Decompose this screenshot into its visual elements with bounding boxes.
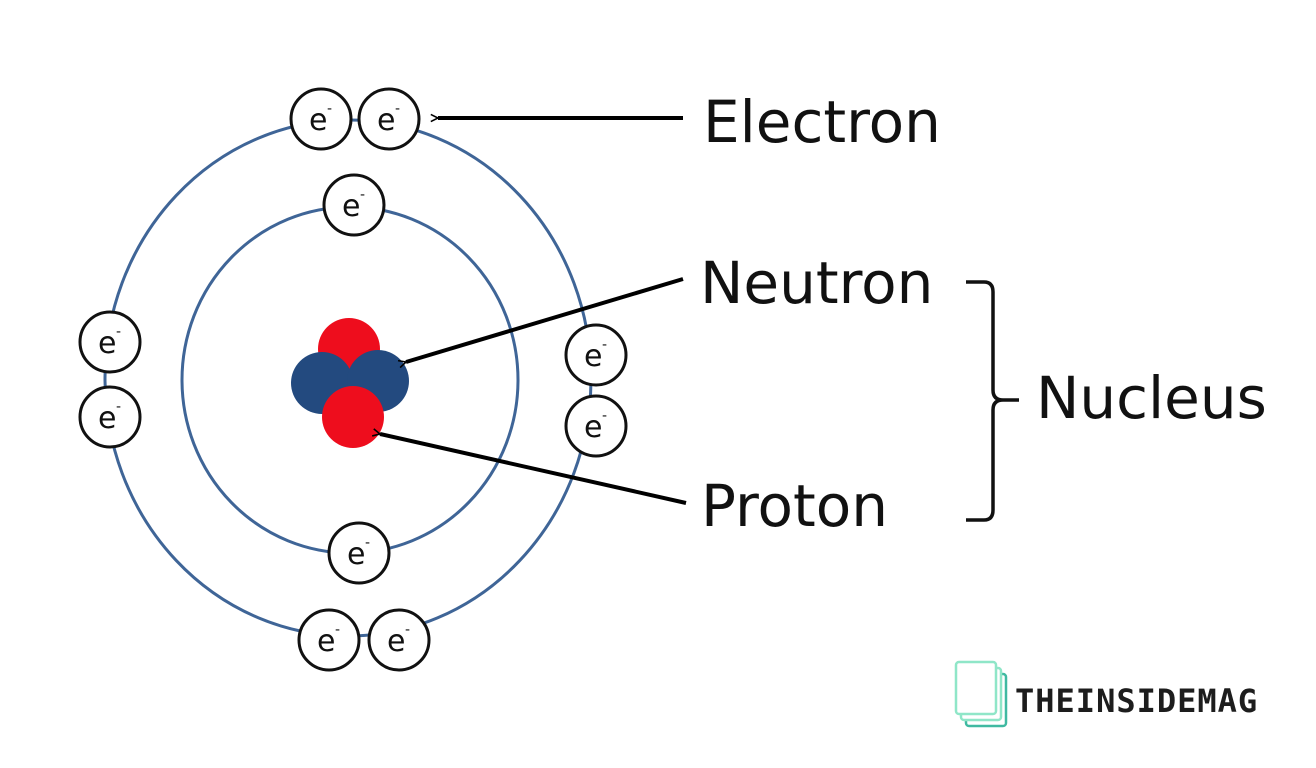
neutron-arrow [406, 277, 684, 362]
neutron-label: Neutron [700, 249, 933, 317]
electron-charge: - [395, 101, 400, 117]
electron-symbol: e [98, 401, 116, 436]
electron-symbol: e [584, 339, 602, 374]
electron-label: Electron [703, 88, 941, 156]
watermark: THEINSIDEMAG [954, 660, 1258, 728]
electron-charge: - [602, 337, 607, 353]
electron-symbol: e [347, 537, 365, 572]
electron-particle: e- [297, 608, 361, 672]
electron-symbol: e [342, 189, 360, 224]
electron-symbol: e [387, 624, 405, 659]
electron-charge: - [365, 535, 370, 551]
electron-symbol: e [584, 410, 602, 445]
electron-charge: - [116, 399, 121, 415]
nucleus-bracket [966, 280, 1019, 522]
electron-particle: e- [564, 394, 628, 458]
electron-particle: e- [78, 310, 142, 374]
proton-label: Proton [701, 472, 888, 540]
electron-charge: - [405, 622, 410, 638]
electron-charge: - [335, 622, 340, 638]
electron-charge: - [327, 101, 332, 117]
electron-charge: - [360, 187, 365, 203]
watermark-text: THEINSIDEMAG [1015, 682, 1258, 720]
nucleus [291, 318, 409, 448]
watermark-pages-icon [954, 660, 1008, 728]
electron-group: e-e-e-e-e-e-e-e-e-e- [78, 87, 628, 672]
electron-symbol: e [309, 103, 327, 138]
electron-particle: e- [357, 87, 421, 151]
electron-particle: e- [367, 608, 431, 672]
electron-charge: - [116, 324, 121, 340]
electron-particle: e- [289, 87, 353, 151]
nucleus-label: Nucleus [1036, 364, 1267, 432]
electron-symbol: e [98, 326, 116, 361]
electron-particle: e- [327, 521, 391, 585]
electron-particle: e- [322, 173, 386, 237]
proton-arrow [380, 434, 687, 505]
electron-charge: - [602, 408, 607, 424]
electron-symbol: e [377, 103, 395, 138]
electron-particle: e- [78, 385, 142, 449]
electron-symbol: e [317, 624, 335, 659]
electron-particle: e- [564, 323, 628, 387]
proton-particle [322, 386, 384, 448]
